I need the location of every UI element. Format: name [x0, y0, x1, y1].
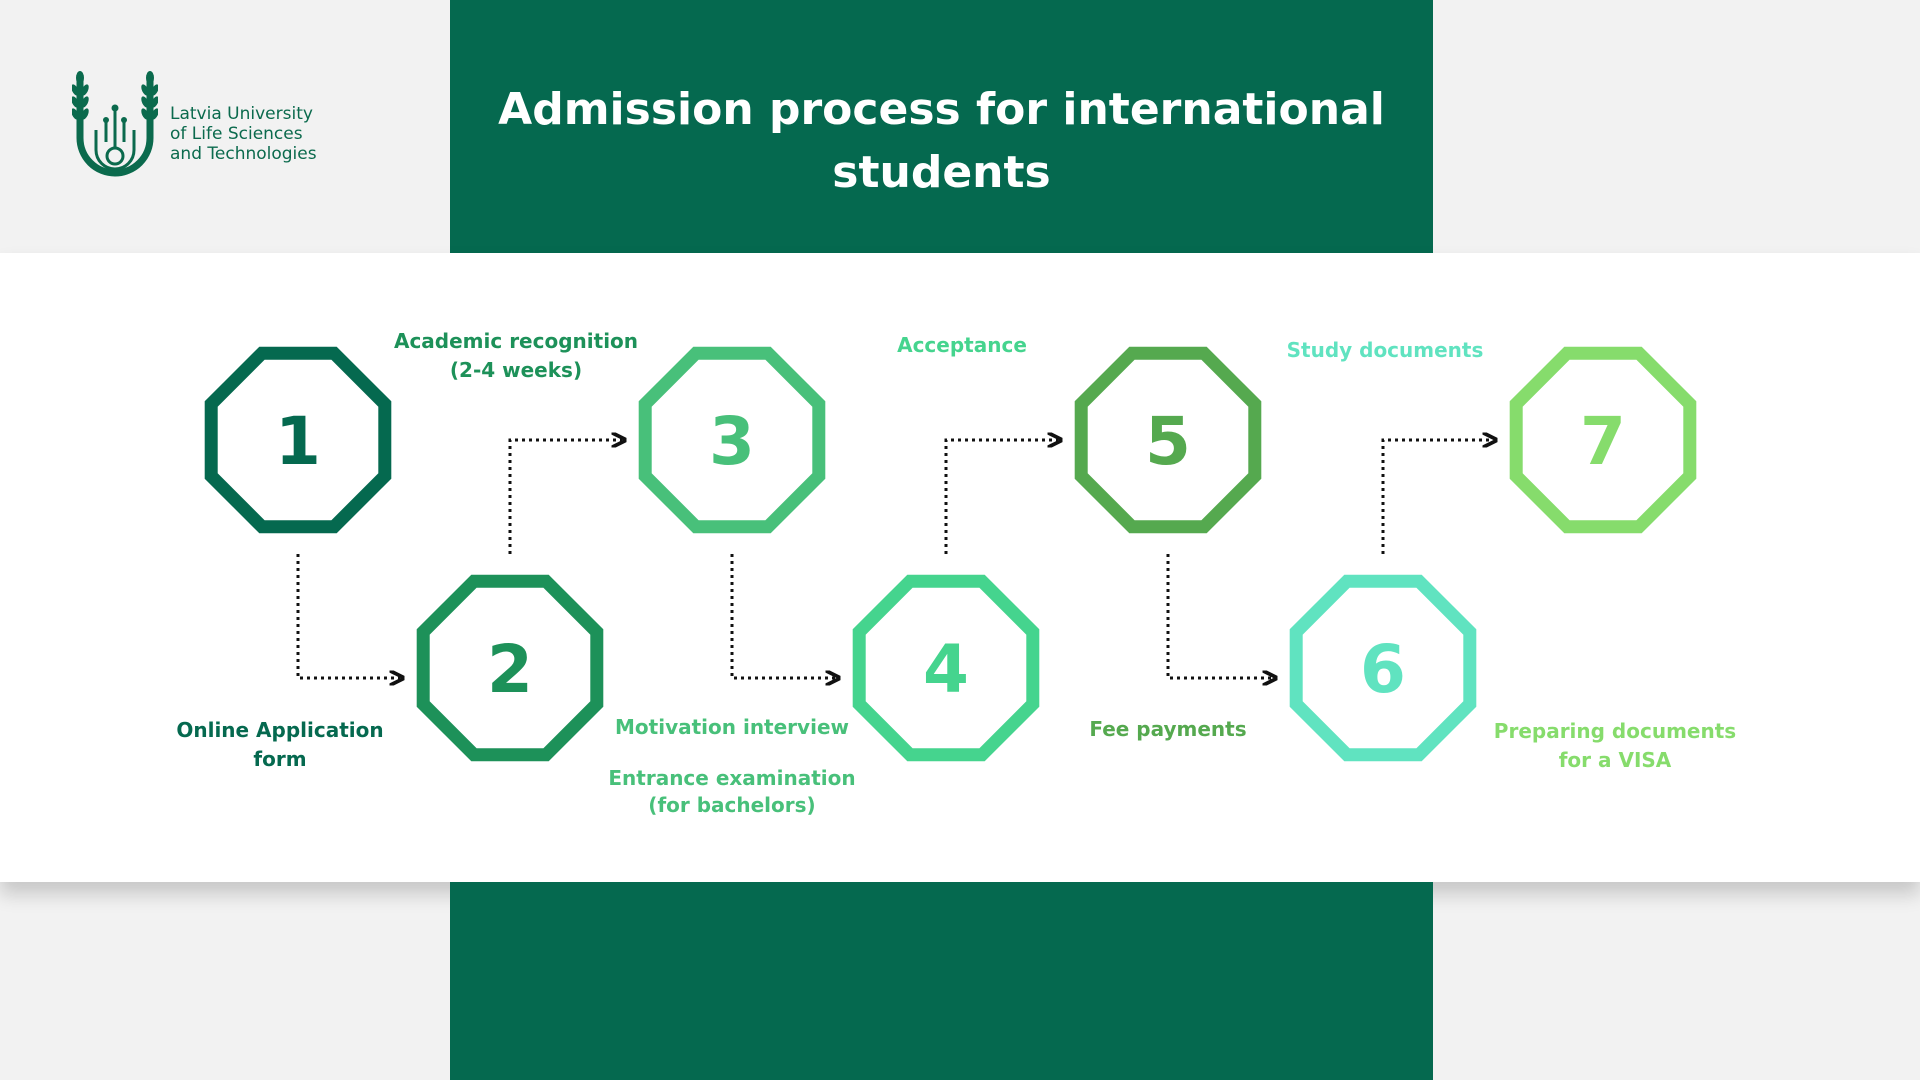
- step-4-label-line-1: Acceptance: [897, 333, 1027, 357]
- university-name-line-1: Latvia University: [170, 104, 313, 124]
- step-3: 3: [638, 346, 826, 534]
- footer-banner: [450, 882, 1433, 1080]
- step-5: 5: [1074, 346, 1262, 534]
- step-1-label: Online Application form: [176, 718, 383, 771]
- page-title: Admission process for international stud…: [470, 78, 1413, 204]
- university-logo: Latvia University of Life Sciences and T…: [72, 70, 342, 188]
- step-5-label: Fee payments: [1089, 717, 1246, 741]
- university-name-line-3: and Technologies: [170, 144, 317, 164]
- entrance-exam-note-line-1: Entrance examination: [608, 766, 855, 790]
- step-2-label-line-1: Academic recognition: [394, 329, 638, 353]
- step-3-label-line-1: Motivation interview: [615, 715, 849, 739]
- connector-5-to-6: [1166, 554, 1273, 678]
- connector-4-to-5: [944, 440, 1058, 554]
- step-1-label-line-2: form: [253, 747, 306, 771]
- step-2-label-line-2: (2-4 weeks): [450, 358, 582, 382]
- step-1-number: 1: [275, 403, 321, 480]
- connector-2-to-3: [508, 440, 622, 554]
- connector-1-to-2: [296, 554, 400, 678]
- entrance-exam-note-line-2: (for bachelors): [648, 793, 815, 817]
- step-4-octagon: [852, 574, 1040, 762]
- step-6-label: Study documents: [1287, 338, 1484, 362]
- step-4: 4: [852, 574, 1040, 762]
- step-2: 2: [416, 574, 604, 762]
- step-7-label-line-1: Preparing documents: [1494, 719, 1736, 743]
- step-4-label: Acceptance: [897, 333, 1027, 357]
- step-6-label-line-1: Study documents: [1287, 338, 1484, 362]
- step-5-number: 5: [1145, 403, 1191, 480]
- step-7-label-line-2: for a VISA: [1559, 748, 1672, 772]
- step-7-label: Preparing documents for a VISA: [1494, 719, 1736, 772]
- step-7: 7: [1509, 346, 1697, 534]
- step-3-octagon: [638, 346, 826, 534]
- step-1-label-line-1: Online Application: [176, 718, 383, 742]
- connector-6-to-7: [1381, 440, 1493, 554]
- step-1: 1: [204, 346, 392, 534]
- university-name-line-2: of Life Sciences: [170, 124, 303, 144]
- title-line-1: Admission process for international: [498, 84, 1385, 135]
- step-1-octagon: [204, 346, 392, 534]
- step-3-label: Motivation interview: [615, 715, 849, 739]
- step-6-octagon: [1289, 574, 1477, 762]
- step-7-number: 7: [1580, 403, 1626, 480]
- step-2-number: 2: [487, 631, 533, 708]
- step-3-number: 3: [709, 403, 755, 480]
- step-2-octagon: [416, 574, 604, 762]
- step-6-number: 6: [1360, 631, 1406, 708]
- step-5-octagon: [1074, 346, 1262, 534]
- step-4-number: 4: [923, 631, 969, 708]
- step-7-octagon: [1509, 346, 1697, 534]
- entrance-exam-note: Entrance examination (for bachelors): [608, 766, 855, 817]
- step-5-label-line-1: Fee payments: [1089, 717, 1246, 741]
- title-banner: [450, 0, 1433, 253]
- step-2-label: Academic recognition (2-4 weeks): [394, 329, 638, 382]
- title-line-2: students: [832, 147, 1051, 198]
- connector-3-to-4: [730, 554, 836, 678]
- step-6: 6: [1289, 574, 1477, 762]
- university-emblem-icon: [72, 71, 158, 177]
- university-name: Latvia University of Life Sciences and T…: [170, 104, 317, 164]
